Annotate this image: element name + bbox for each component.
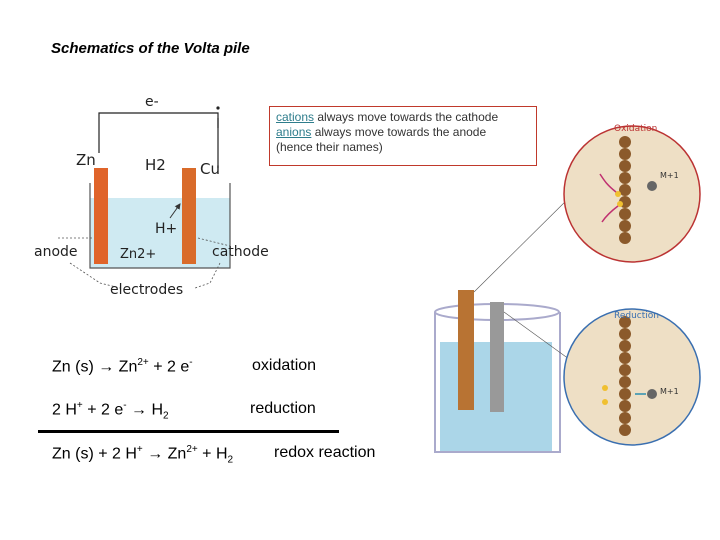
anions-rest: always move towards the anode xyxy=(311,125,487,139)
equation-oxidation: Zn (s) → Zn2+ + 2 e- xyxy=(52,357,193,376)
oxidation-tag: Oxidation xyxy=(614,124,657,134)
oxidation-circle xyxy=(563,125,701,263)
equation-reduction: 2 H+ + 2 e- → H2 xyxy=(52,400,169,422)
beaker xyxy=(89,183,231,269)
reduction-circle xyxy=(563,308,701,446)
h2-label: H2 xyxy=(145,156,166,174)
metal-ion-bottom xyxy=(647,389,657,399)
copper-rod xyxy=(458,290,474,410)
metal-ion-top xyxy=(647,181,657,191)
cations-word: cations xyxy=(276,110,315,124)
reduction-label: reduction xyxy=(250,400,316,417)
ion-movement-note: cations always move towards the cathode … xyxy=(269,106,537,166)
volta-cell-schematic: e- Zn H2 Cu H+ anode Zn2+ cathode electr… xyxy=(34,94,269,298)
anode-label: anode xyxy=(34,244,78,260)
external-wire xyxy=(98,112,219,153)
cathode-label: cathode xyxy=(212,244,269,260)
electrode-illustration: Oxidation Reduction M+1 M+1 xyxy=(434,124,701,453)
h-plus-label: H+ xyxy=(155,221,177,237)
note-line3: (hence their names) xyxy=(276,140,383,154)
copper-electrode xyxy=(182,168,196,264)
page-title: Schematics of the Volta pile xyxy=(51,40,250,57)
glass-beaker xyxy=(434,312,561,453)
equation-redox: Zn (s) + 2 H+ → Zn2+ + H2 xyxy=(52,444,234,466)
redox-label: redox reaction xyxy=(274,444,376,461)
zinc-rod xyxy=(490,302,504,412)
electrolyte xyxy=(90,198,230,268)
metal-ion-label-top: M+1 xyxy=(660,171,679,180)
cu-label: Cu xyxy=(200,160,220,178)
equation-divider xyxy=(38,430,339,433)
metal-ion-label-bottom: M+1 xyxy=(660,387,679,396)
anions-word: anions xyxy=(276,125,312,139)
electrodes-label: electrodes xyxy=(110,282,183,298)
oxidation-label: oxidation xyxy=(252,357,317,374)
cations-rest: always move towards the cathode xyxy=(314,110,499,124)
zinc-electrode xyxy=(94,168,108,264)
zn-label: Zn xyxy=(76,151,96,169)
zn2plus-label: Zn2+ xyxy=(120,247,156,262)
electron-label: e- xyxy=(145,94,159,110)
reduction-tag: Reduction xyxy=(614,311,659,321)
